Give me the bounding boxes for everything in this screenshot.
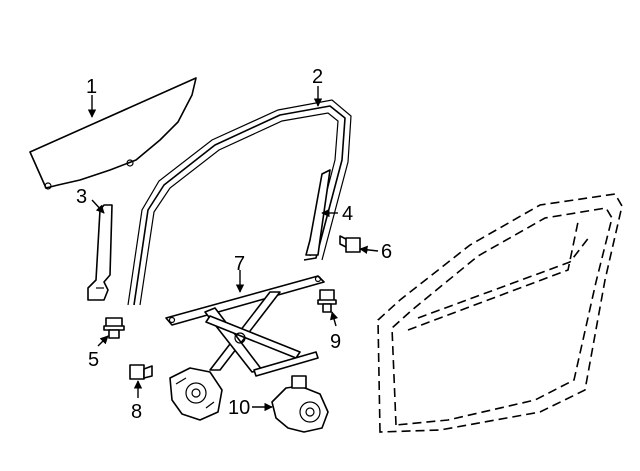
bolt-8 bbox=[129, 364, 153, 380]
callout-2: 2 bbox=[312, 66, 323, 88]
door-glass bbox=[29, 77, 197, 190]
callout-labels: 1 2 3 4 5 6 7 8 9 10 bbox=[76, 66, 392, 423]
leader-9 bbox=[330, 311, 339, 327]
callout-9: 9 bbox=[330, 331, 341, 353]
callout-4: 4 bbox=[342, 203, 353, 225]
regulator-motor bbox=[271, 375, 329, 433]
callout-7: 7 bbox=[234, 253, 245, 275]
lower-channel-front bbox=[305, 169, 331, 256]
bolt-6 bbox=[339, 235, 361, 253]
callout-8: 8 bbox=[131, 401, 142, 423]
bolt-5 bbox=[103, 317, 125, 339]
callout-5: 5 bbox=[88, 349, 99, 371]
callout-1: 1 bbox=[86, 76, 97, 98]
callout-10: 10 bbox=[228, 397, 250, 419]
leader-3 bbox=[91, 199, 105, 214]
bolt-9 bbox=[317, 289, 337, 313]
lower-channel-rear bbox=[87, 204, 113, 301]
callout-3: 3 bbox=[76, 186, 87, 208]
callout-6: 6 bbox=[381, 241, 392, 263]
window-regulator bbox=[165, 275, 325, 421]
leader-lines bbox=[87, 86, 379, 412]
door-outline bbox=[377, 193, 623, 433]
leader-5 bbox=[97, 335, 109, 347]
leader-6 bbox=[359, 245, 379, 255]
